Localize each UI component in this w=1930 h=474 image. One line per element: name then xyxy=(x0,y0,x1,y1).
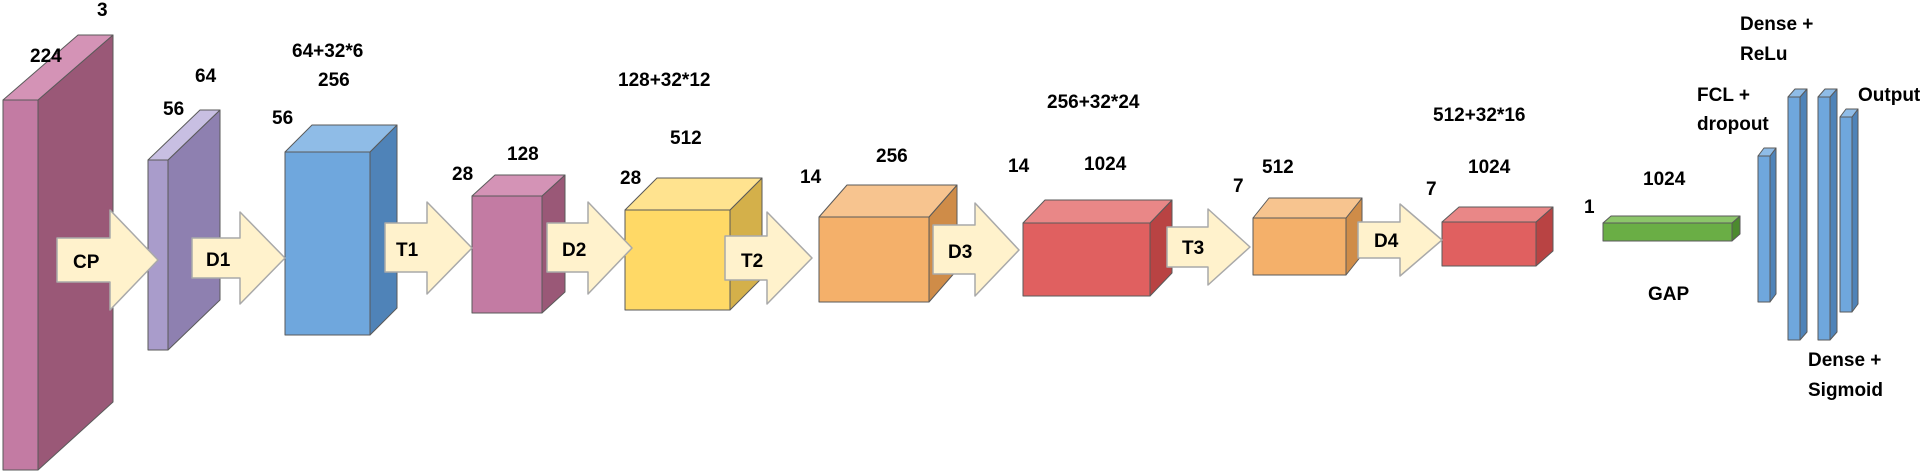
arrow-cp: CP xyxy=(56,209,159,311)
output-layer-front xyxy=(1839,116,1853,313)
d1-block-top xyxy=(284,124,398,153)
arrow-t3-label: T3 xyxy=(1182,238,1204,259)
arrow-t1-label: T1 xyxy=(396,240,419,261)
arrow-d3-label: D3 xyxy=(948,242,972,263)
t3-size-label: 7 xyxy=(1233,176,1244,197)
arrow-d1-label: D1 xyxy=(206,250,231,271)
dense-relu-layer xyxy=(1787,88,1808,341)
d2-size-label: 28 xyxy=(620,168,641,189)
input-block-top xyxy=(2,34,114,101)
d3-formula-label: 256+32*24 xyxy=(1047,92,1140,113)
arrow-cp-label: CP xyxy=(73,252,100,273)
dense-sigmoid-front xyxy=(1817,96,1831,341)
gap-units-label: 1024 xyxy=(1643,169,1686,190)
arrow-d3: D3 xyxy=(932,202,1020,297)
arrow-t2-shape xyxy=(724,211,813,305)
dense-relu-side xyxy=(1799,88,1808,341)
input-block xyxy=(2,34,114,471)
arrow-d4-shape xyxy=(1357,203,1443,277)
gap-size-label: 1 xyxy=(1584,197,1595,218)
d3-block-front xyxy=(1022,222,1151,297)
arrow-d2-shape xyxy=(546,201,633,295)
t1-block-front xyxy=(471,195,543,314)
t2-size-label: 14 xyxy=(800,167,822,188)
gap-output-bar xyxy=(1602,215,1741,242)
arrow-t1-shape xyxy=(384,201,473,295)
d4-channels-label: 1024 xyxy=(1468,157,1511,178)
dense-relu-label-line1: Dense + xyxy=(1740,14,1813,35)
cp-channels-label: 64 xyxy=(195,66,217,87)
arrow-t1: T1 xyxy=(384,201,473,295)
arrow-d2: D2 xyxy=(546,201,633,295)
dense-block-3-output xyxy=(1022,199,1173,297)
output-layer-side xyxy=(1851,108,1859,313)
d1-block-front xyxy=(284,151,371,336)
arrow-t3: T3 xyxy=(1166,208,1251,286)
t2-block-front xyxy=(818,216,930,303)
gap-bar-top xyxy=(1602,215,1741,224)
fcl-layer-top xyxy=(1757,147,1777,157)
transition-3-output xyxy=(1252,197,1363,276)
dense-relu-front xyxy=(1787,96,1801,341)
t3-channels-label: 512 xyxy=(1262,157,1294,178)
arrow-t2-label: T2 xyxy=(741,251,763,272)
input-block-front xyxy=(2,99,39,471)
arrow-d4: D4 xyxy=(1357,203,1443,277)
arrow-d4-label: D4 xyxy=(1374,231,1399,252)
gap-bar-front xyxy=(1602,222,1733,242)
input-channels-label: 3 xyxy=(97,0,108,21)
dense-block-4-output xyxy=(1441,206,1554,267)
t1-channels-label: 128 xyxy=(507,144,539,165)
d4-size-label: 7 xyxy=(1426,179,1437,200)
gap-label: GAP xyxy=(1648,284,1690,305)
d4-formula-label: 512+32*16 xyxy=(1433,105,1525,126)
d1-channels-label: 256 xyxy=(318,70,350,91)
dense-block-1-output xyxy=(284,124,398,336)
dense-sigmoid-label-line1: Dense + xyxy=(1808,350,1881,371)
d1-size-label: 56 xyxy=(272,108,293,129)
fcl-dropout-layer xyxy=(1757,147,1777,303)
dense-sigmoid-label-line2: Sigmoid xyxy=(1808,380,1883,401)
dense-sigmoid-top xyxy=(1817,88,1838,98)
d3-block-top xyxy=(1022,199,1173,224)
cp-output-block xyxy=(147,109,221,351)
fcl-layer-side xyxy=(1769,147,1777,303)
arrow-d2-label: D2 xyxy=(562,240,586,261)
dense-relu-top xyxy=(1787,88,1808,98)
t2-block-top xyxy=(818,184,958,218)
t2-channels-label: 256 xyxy=(876,146,908,167)
dense-sigmoid-side xyxy=(1829,88,1838,341)
output-label: Output xyxy=(1858,85,1921,106)
arrow-cp-shape xyxy=(56,209,159,311)
arrow-t3-shape xyxy=(1166,208,1251,286)
d3-size-label: 14 xyxy=(1008,156,1030,177)
output-layer-top xyxy=(1839,108,1859,118)
t3-block-top xyxy=(1252,197,1363,219)
d4-block-top xyxy=(1441,206,1554,223)
arrow-d1-shape xyxy=(191,211,286,305)
cp-block-top xyxy=(147,109,221,161)
dense-relu-label-line2: ReLu xyxy=(1740,44,1788,65)
fcl-layer-front xyxy=(1757,155,1771,303)
d2-formula-label: 128+32*12 xyxy=(618,70,710,91)
arrow-t2: T2 xyxy=(724,211,813,305)
output-layer xyxy=(1839,108,1859,313)
t1-size-label: 28 xyxy=(452,164,473,185)
d4-block-front xyxy=(1441,221,1537,267)
d1-formula-label: 64+32*6 xyxy=(292,41,363,62)
fcl-label-line2: dropout xyxy=(1697,114,1769,135)
d2-block-front xyxy=(624,209,731,311)
d2-block-top xyxy=(624,177,763,211)
arrow-d3-shape xyxy=(932,202,1020,297)
dense-sigmoid-layer xyxy=(1817,88,1838,341)
cp-size-label: 56 xyxy=(163,99,184,120)
input-size-label: 224 xyxy=(30,46,62,67)
t3-block-front xyxy=(1252,217,1347,276)
fcl-label-line1: FCL + xyxy=(1697,85,1750,106)
d2-channels-label: 512 xyxy=(670,128,702,149)
d3-channels-label: 1024 xyxy=(1084,154,1127,175)
t1-block-top xyxy=(471,174,566,197)
arrow-d1: D1 xyxy=(191,211,286,305)
